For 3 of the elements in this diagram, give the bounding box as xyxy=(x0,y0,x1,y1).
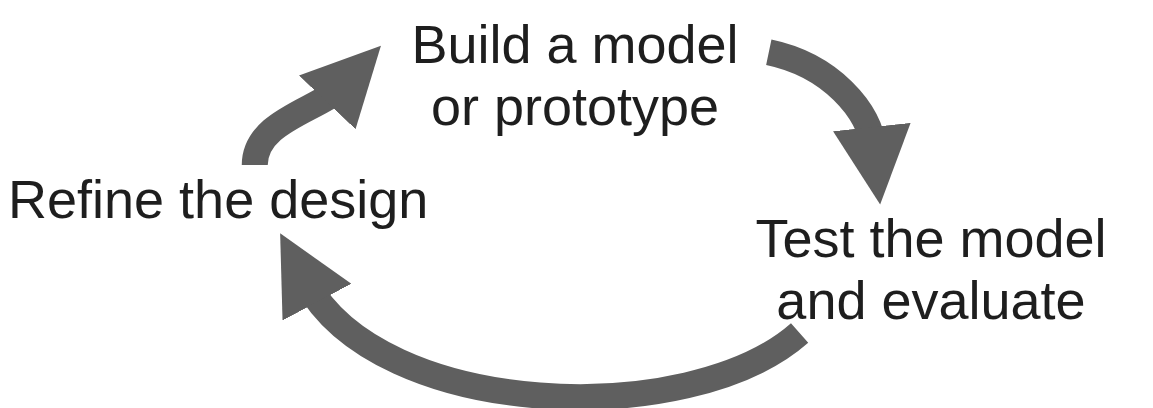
step-label: Refine the design xyxy=(8,168,429,230)
step-label: Test the model and evaluate xyxy=(754,207,1108,331)
step-label: Build a model or prototype xyxy=(410,13,740,137)
